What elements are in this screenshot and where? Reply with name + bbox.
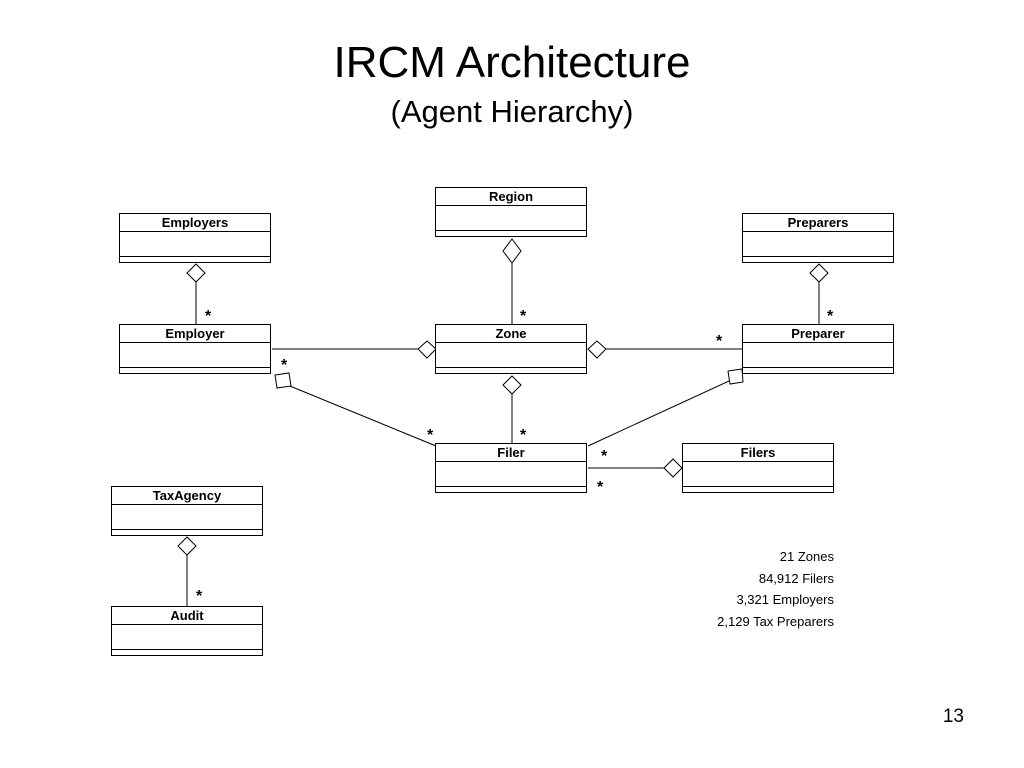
aggregation-diamond-taxagency	[177, 536, 197, 556]
multiplicity-zone-top: *	[520, 308, 527, 325]
class-box-zone: Zone	[435, 324, 587, 374]
class-divider	[120, 342, 270, 343]
stat-filers: 84,912 Filers	[758, 570, 834, 586]
class-name-taxagency: TaxAgency	[152, 488, 222, 503]
class-name-employer: Employer	[165, 326, 225, 341]
class-divider	[120, 231, 270, 232]
aggregation-diamond-filers	[663, 458, 683, 478]
multiplicity-filer-employer: *	[427, 427, 434, 444]
multiplicity-audit: *	[196, 588, 203, 605]
aggregation-diamond-employer	[274, 372, 292, 389]
slide-subtitle: (Agent Hierarchy)	[390, 94, 634, 129]
class-name-filers: Filers	[740, 445, 776, 460]
class-box-taxagency: TaxAgency	[111, 486, 263, 536]
class-box-region: Region	[435, 187, 587, 237]
class-divider	[743, 367, 893, 368]
class-divider	[112, 529, 262, 530]
aggregation-diamond-preparers	[809, 263, 829, 283]
class-box-filers: Filers	[682, 443, 834, 493]
class-divider	[436, 230, 586, 231]
multiplicity-employer-filer: *	[281, 357, 288, 374]
aggregation-diamond-employers	[186, 263, 206, 283]
multiplicity-filer-filers: *	[597, 479, 604, 496]
class-divider	[436, 367, 586, 368]
class-divider	[120, 256, 270, 257]
class-name-audit: Audit	[170, 608, 204, 623]
class-divider	[436, 342, 586, 343]
class-name-zone: Zone	[495, 326, 527, 341]
class-box-preparers: Preparers	[742, 213, 894, 263]
class-name-preparer: Preparer	[791, 326, 845, 341]
class-box-audit: Audit	[111, 606, 263, 656]
multiplicity-preparer-zone: *	[716, 333, 723, 350]
class-divider	[743, 342, 893, 343]
class-divider	[112, 624, 262, 625]
class-divider	[112, 504, 262, 505]
class-box-employers: Employers	[119, 213, 271, 263]
class-name-employers: Employers	[161, 215, 229, 230]
multiplicity-preparer-top: *	[827, 308, 834, 325]
aggregation-diamond-region	[502, 238, 522, 264]
class-divider	[436, 461, 586, 462]
multiplicity-filer-zone: *	[520, 427, 527, 444]
aggregation-diamond-zone-right	[587, 340, 607, 359]
page-number: 13	[942, 706, 964, 727]
stat-employers: 3,321 Employers	[736, 592, 834, 607]
class-divider	[112, 649, 262, 650]
class-name-filer: Filer	[497, 445, 525, 460]
class-divider	[683, 461, 833, 462]
class-divider	[436, 486, 586, 487]
class-divider	[743, 231, 893, 232]
line-employer-filer	[284, 383, 437, 447]
stat-zones: 21 Zones	[779, 549, 834, 564]
class-box-filer: Filer	[435, 443, 587, 493]
aggregation-diamond-zone-left	[417, 340, 437, 359]
line-preparer-filer	[587, 380, 730, 447]
aggregation-diamond-zone-bottom	[502, 375, 522, 395]
stats-list: 21 Zones 84,912 Filers 3,321 Employers 2…	[660, 546, 834, 632]
class-name-region: Region	[488, 189, 534, 204]
multiplicity-filer-preparer: *	[601, 448, 608, 465]
class-divider	[743, 256, 893, 257]
aggregation-diamond-preparer	[727, 368, 744, 385]
class-divider	[683, 486, 833, 487]
class-divider	[436, 205, 586, 206]
class-name-preparers: Preparers	[787, 215, 849, 230]
multiplicity-employer: *	[205, 308, 212, 325]
class-box-preparer: Preparer	[742, 324, 894, 374]
slide-title: IRCM Architecture	[333, 38, 691, 87]
stat-tax-preparers: 2,129 Tax Preparers	[717, 613, 834, 629]
class-divider	[120, 367, 270, 368]
class-box-employer: Employer	[119, 324, 271, 374]
